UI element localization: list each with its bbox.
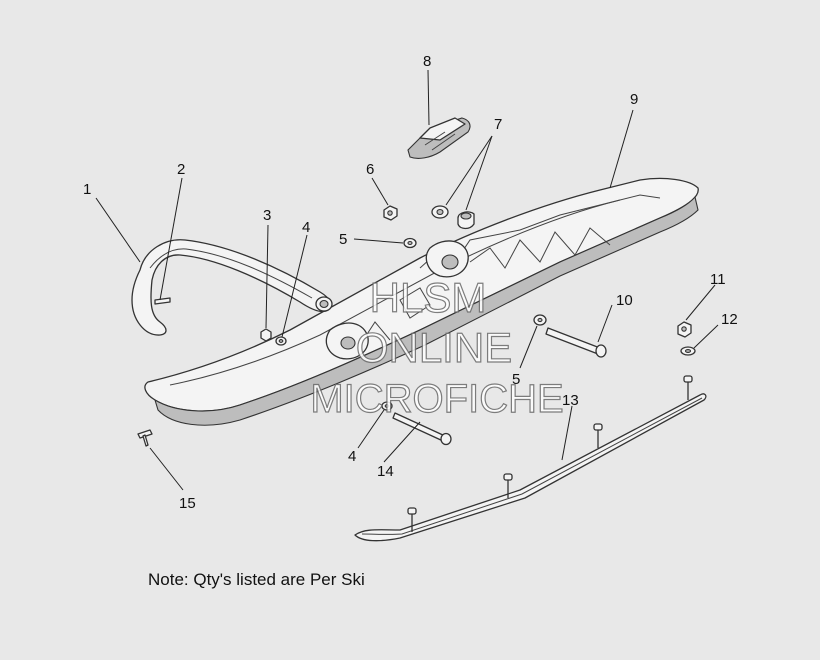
callout-15: 15 <box>179 495 196 512</box>
callout-13: 13 <box>562 392 579 409</box>
nut-3 <box>260 328 272 342</box>
watermark-line-3: MICROFICHE <box>310 377 563 421</box>
callout-numbers: 1 2 3 4 4 5 5 6 7 8 9 10 11 12 13 14 15 <box>83 53 738 512</box>
washer-4-upper <box>275 336 287 346</box>
callout-9: 9 <box>630 91 638 108</box>
washer-12 <box>680 346 696 356</box>
watermark-line-2: ONLINE <box>356 324 512 371</box>
bolt-14 <box>392 412 452 446</box>
callout-6: 6 <box>366 161 374 178</box>
bushings <box>431 205 475 230</box>
washer-5-upper <box>403 237 417 249</box>
wear-bar <box>354 375 707 542</box>
watermark: HLSM ONLINE MICROFICHE <box>310 273 565 421</box>
callout-5-lower: 5 <box>512 371 520 388</box>
screw-2 <box>154 297 171 305</box>
callout-2: 2 <box>177 161 185 178</box>
washer-4-lower <box>381 401 393 411</box>
ski-saddle-pad <box>407 117 471 159</box>
bolt-10 <box>545 327 607 358</box>
callout-4-upper: 4 <box>302 219 310 236</box>
ski-body <box>144 177 699 426</box>
quantity-note: Note: Qty's listed are Per Ski <box>148 570 365 589</box>
washer-5-lower <box>533 314 547 326</box>
watermark-line-1: HLSM <box>370 274 487 321</box>
callout-12: 12 <box>721 311 738 328</box>
callout-4-lower: 4 <box>348 448 356 465</box>
callout-5-upper: 5 <box>339 231 347 248</box>
callout-7: 7 <box>494 116 502 133</box>
ski-handle <box>131 239 333 336</box>
nut-6 <box>383 205 398 221</box>
callout-11: 11 <box>710 271 726 288</box>
nut-11 <box>677 321 692 338</box>
callout-10: 10 <box>616 292 633 309</box>
leader-lines <box>95 69 719 491</box>
callout-1: 1 <box>83 181 91 198</box>
callout-3: 3 <box>263 207 271 224</box>
callout-8: 8 <box>423 53 431 70</box>
callout-14: 14 <box>377 463 394 480</box>
screw-15 <box>137 429 153 447</box>
